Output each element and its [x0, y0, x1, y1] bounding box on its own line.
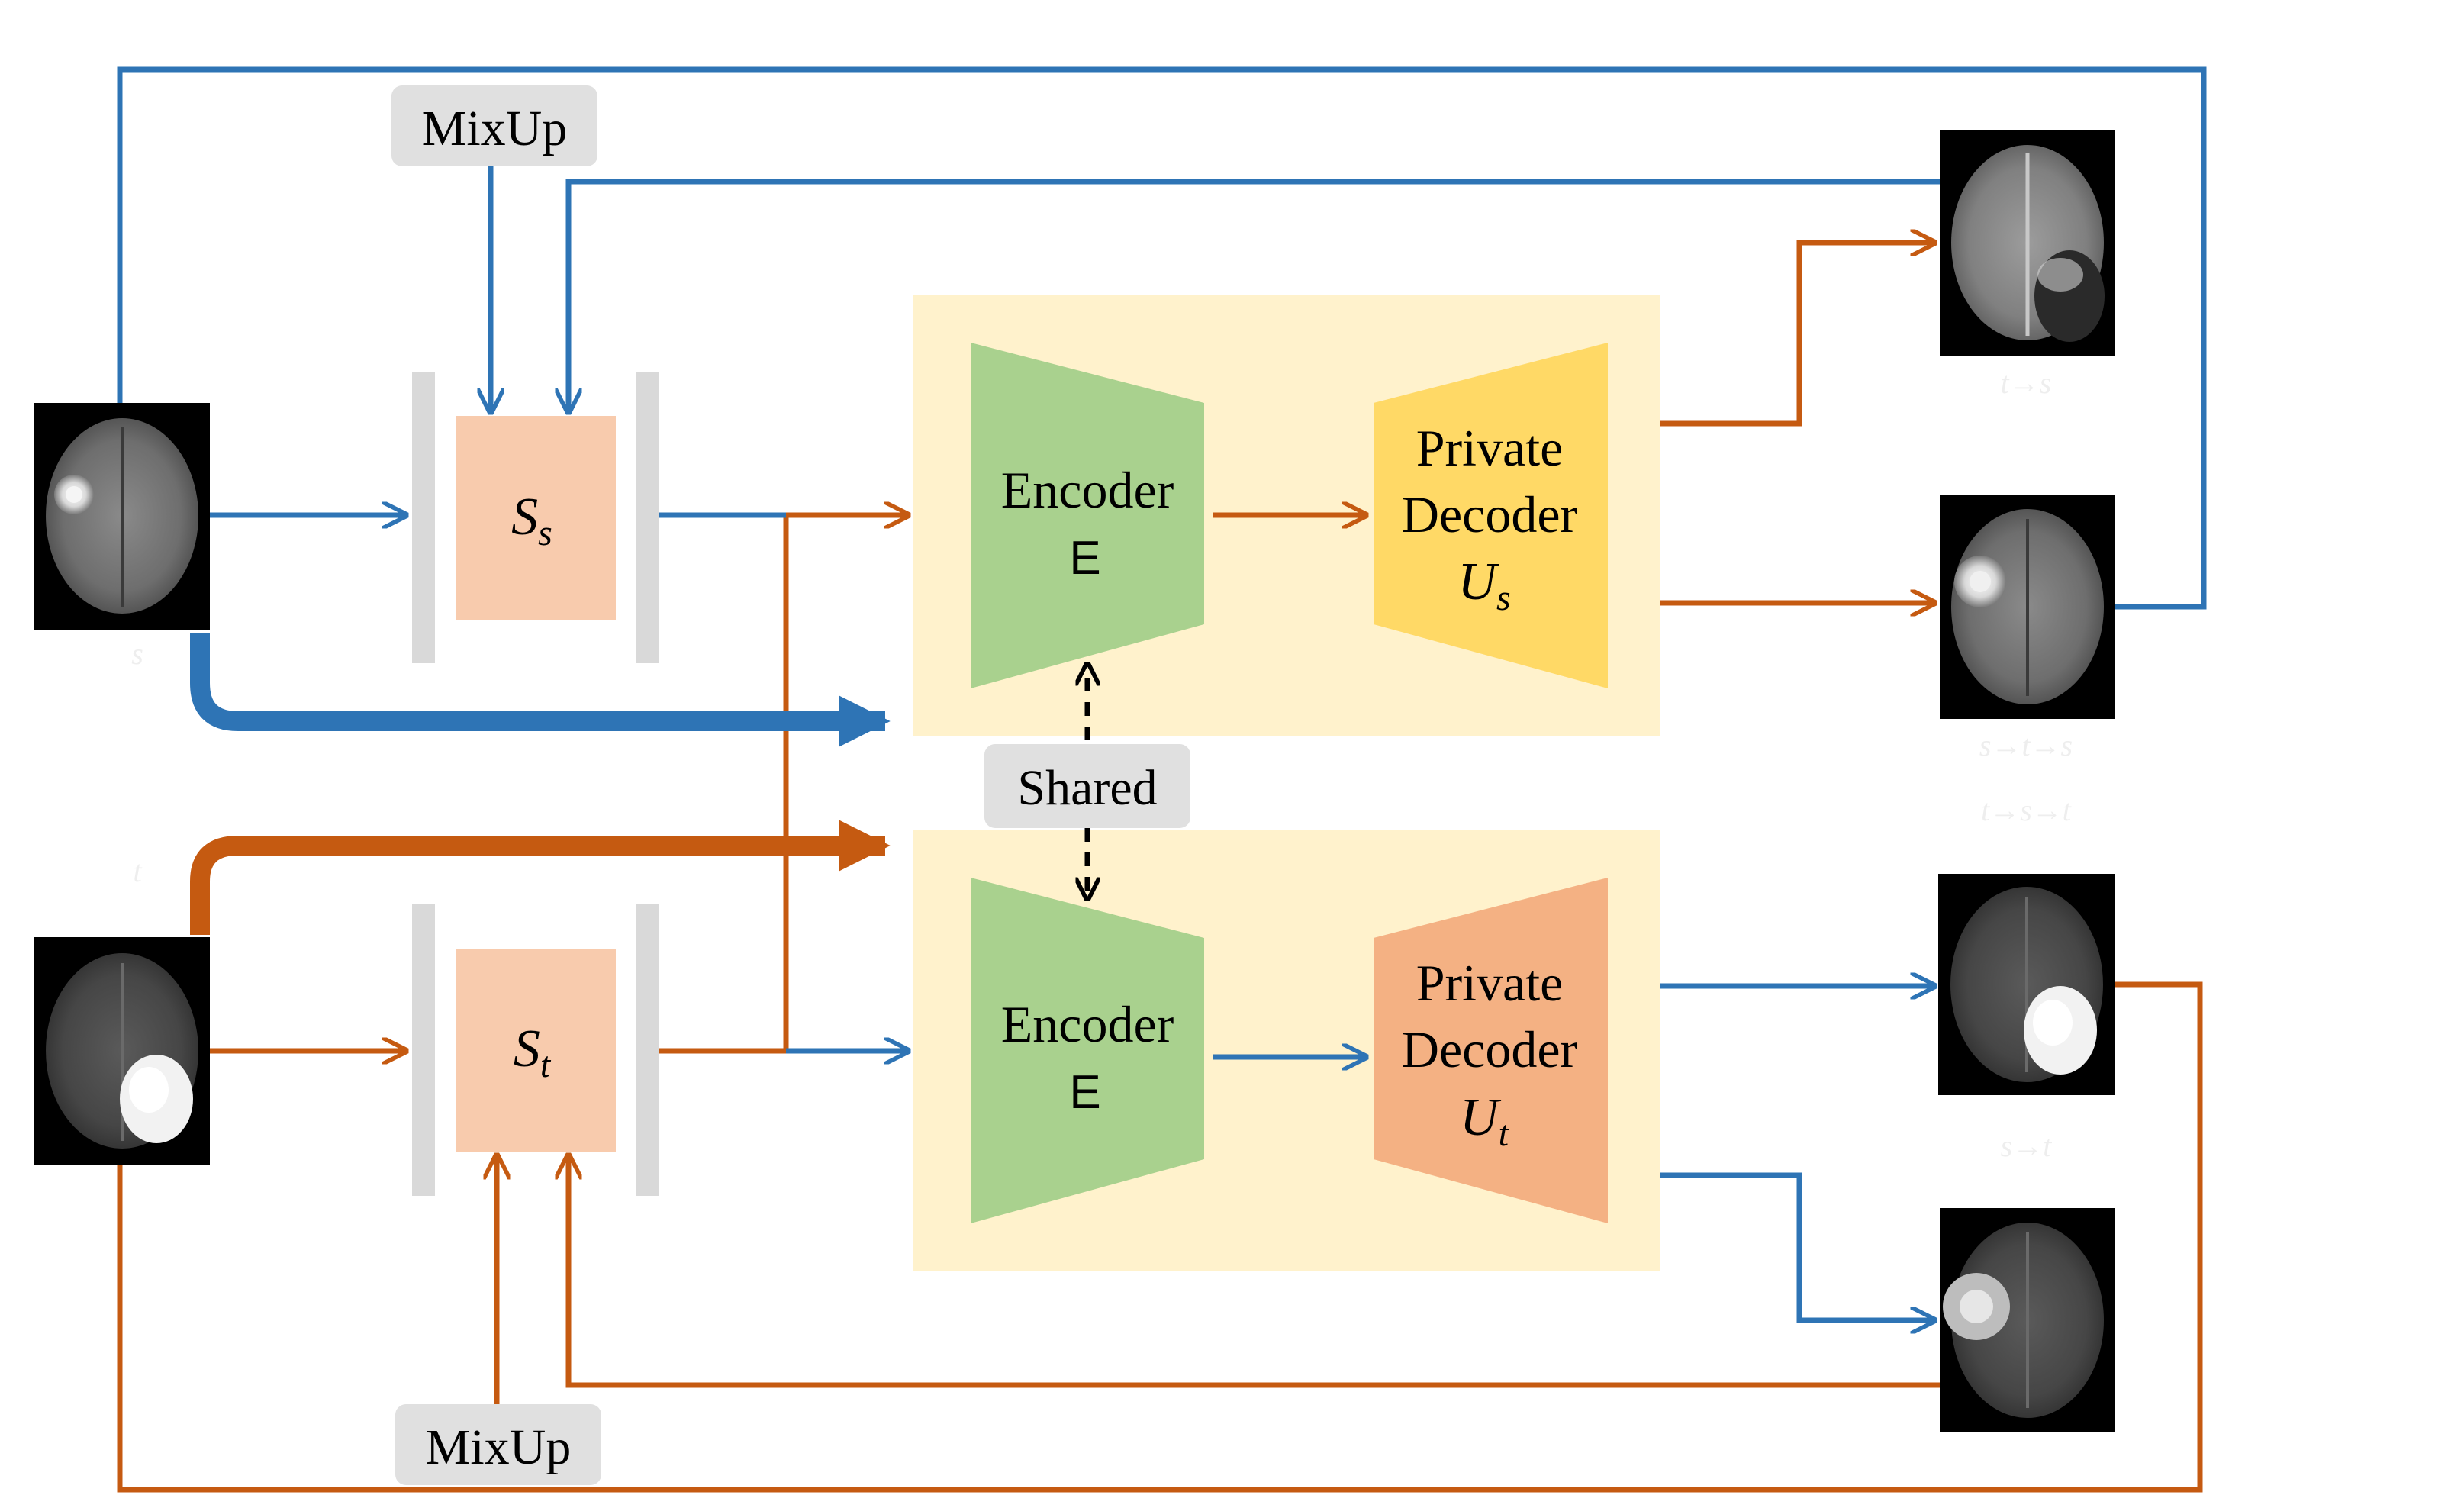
student-target-sub: t [540, 1045, 552, 1085]
student-source-main: S [511, 488, 538, 546]
student-source-label: Ss [511, 488, 552, 553]
lower-encoder-title: Encoder [1001, 995, 1174, 1053]
student-target-bracket-left [412, 904, 435, 1196]
upper-decoder-title-line1: Private [1416, 419, 1564, 477]
upper-decoder-shape [1374, 343, 1608, 688]
lower-decoder-symbol-main: U [1460, 1088, 1502, 1147]
sts-output-caption: s→t→s [1979, 728, 2073, 762]
shared-label: Shared [1017, 760, 1157, 816]
student-target-main: S [514, 1020, 540, 1078]
ts-output-image [1940, 130, 2115, 356]
lower-decoder-symbol: Ut [1460, 1088, 1510, 1154]
lower-decoder-title-line1: Private [1416, 954, 1564, 1012]
ts-output-to-student-source-arrow [568, 179, 1940, 412]
target-input-caption: t [133, 854, 142, 888]
upper-encoder-title: Encoder [1001, 461, 1174, 519]
upper-decoder-to-ts-output-arrow [1660, 243, 1934, 427]
source-input-image [34, 403, 210, 630]
ts-output-caption: t→s [2001, 366, 2052, 400]
upper-decoder-title-line2: Decoder [1402, 485, 1578, 543]
target-input-image [34, 937, 210, 1165]
st-output-to-student-target-arrow [568, 1155, 1940, 1388]
upper-decoder-symbol-main: U [1457, 553, 1499, 611]
upper-encoder-shape [971, 343, 1204, 688]
lower-decoder-to-st-output-arrow [1660, 1172, 1934, 1320]
mixup-bottom-box [395, 1404, 601, 1485]
upper-decoder-symbol: Us [1457, 553, 1510, 618]
tst-output-image [1938, 874, 2115, 1095]
lower-encoder-shape [971, 878, 1204, 1223]
student-target-bracket-right [636, 904, 659, 1196]
target-image-to-lower-panel-thick-arrow [190, 820, 891, 935]
sts-output-image [1940, 495, 2115, 719]
lower-decoder-shape [1374, 878, 1608, 1223]
upper-decoder-symbol-sub: s [1496, 578, 1511, 618]
student-target-label: St [514, 1020, 552, 1085]
source-input-caption: s [131, 636, 143, 671]
student-source-sub: s [538, 513, 552, 553]
mixup-top-box [391, 85, 597, 166]
lower-decoder-title-line2: Decoder [1402, 1020, 1578, 1078]
upper-encoder-symbol: E [1069, 532, 1100, 585]
student-target-box [456, 949, 616, 1152]
tst-output-caption: t→s→t [1981, 793, 2072, 827]
st-output-caption: s→t [2001, 1129, 2053, 1163]
mixup-top-label: MixUp [422, 101, 568, 156]
source-feedback-loop-line [117, 66, 2207, 610]
lower-encoder-symbol: E [1069, 1066, 1100, 1119]
student-source-bracket-left [412, 372, 435, 663]
source-image-to-upper-panel-thick-arrow [190, 633, 891, 747]
student-source-box [456, 416, 616, 620]
mixup-bottom-label: MixUp [426, 1419, 572, 1475]
student-target-to-upper-encoder-arrow [659, 515, 908, 1054]
student-source-bracket-right [636, 372, 659, 663]
target-feedback-loop-line [117, 981, 2203, 1493]
shared-box [984, 744, 1190, 828]
st-output-image [1940, 1208, 2115, 1432]
lower-decoder-symbol-sub: t [1499, 1113, 1510, 1154]
